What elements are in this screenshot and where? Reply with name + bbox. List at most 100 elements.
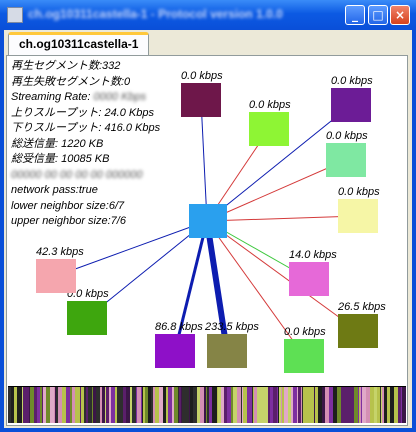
segment-stripe <box>46 387 50 423</box>
segment-stripe <box>200 387 204 423</box>
peer-link <box>200 99 208 222</box>
segment-stripe <box>279 387 281 423</box>
segment-stripe <box>341 387 344 423</box>
segment-stripe <box>42 387 43 423</box>
segment-stripe <box>303 387 306 423</box>
segment-stripe <box>17 387 21 423</box>
segment-stripe <box>377 387 380 423</box>
peer-node[interactable] <box>326 143 366 177</box>
segment-stripe <box>241 387 242 423</box>
segment-stripe <box>359 387 360 423</box>
segment-stripe <box>233 387 237 423</box>
segment-stripe <box>221 387 224 423</box>
window-title: ch.og10311castella-1 - Protocol version … <box>28 7 283 21</box>
segment-stripe <box>237 387 241 423</box>
segment-stripe <box>111 387 115 423</box>
segment-stripe <box>350 387 354 423</box>
tab-channel[interactable]: ch.og10311castella-1 <box>8 32 150 55</box>
segment-stripe <box>204 387 206 423</box>
segment-stripe <box>282 387 284 423</box>
segment-stripe <box>288 387 291 423</box>
segment-stripe <box>29 387 30 423</box>
segment-stripe <box>136 387 137 423</box>
segment-stripe <box>401 387 402 423</box>
segment-stripe <box>362 387 366 423</box>
segment-stripe <box>40 387 41 423</box>
segment-stripe <box>402 387 406 423</box>
peer-link <box>206 220 305 357</box>
segment-stripe <box>151 387 153 423</box>
peer-link <box>204 220 230 352</box>
minimize-button[interactable]: _ <box>345 5 365 25</box>
segment-stripe <box>382 387 384 423</box>
segment-stripe <box>37 387 40 423</box>
peer-node[interactable] <box>284 339 324 373</box>
peer-node[interactable] <box>207 334 247 368</box>
segment-stripe <box>174 387 178 423</box>
segment-stripe <box>43 387 46 423</box>
segment-stripe <box>130 387 132 423</box>
stats-line: network pass:true <box>11 184 98 196</box>
title-bar[interactable]: ch.og10311castella-1 - Protocol version … <box>0 0 416 30</box>
segment-stripe <box>337 387 341 423</box>
segment-stripe <box>212 387 215 423</box>
segment-stripe <box>117 387 119 423</box>
segment-stripe <box>224 387 227 423</box>
segment-stripe <box>88 387 92 423</box>
minimize-icon: _ <box>352 8 358 22</box>
segment-stripe <box>143 387 145 423</box>
peer-node[interactable] <box>36 259 76 293</box>
stats-line: 総受信量: 10085 KB <box>11 153 110 165</box>
stats-line: 下りスループット: 416.0 Kbps <box>11 122 161 134</box>
segment-stripe <box>182 387 186 423</box>
segment-stripe <box>75 387 78 423</box>
stats-line: 00000 00 00 00 00 000000 <box>11 168 143 182</box>
segment-stripe <box>206 387 207 423</box>
segment-stripe <box>384 387 387 423</box>
segment-stripe <box>398 387 401 423</box>
self-node[interactable] <box>189 204 227 238</box>
segment-stripe <box>394 387 398 423</box>
peer-node[interactable] <box>249 112 289 146</box>
segment-stripe <box>306 387 310 423</box>
segment-stripe <box>92 387 93 423</box>
peer-node[interactable] <box>289 262 329 296</box>
segment-stripe <box>322 387 325 423</box>
peer-link <box>173 220 209 352</box>
segment-stripe <box>72 387 75 423</box>
segment-stripe <box>179 387 181 423</box>
segment-stripe <box>178 387 179 423</box>
segment-stripe <box>21 387 22 423</box>
peer-node[interactable] <box>338 314 378 348</box>
peer-node[interactable] <box>338 199 378 233</box>
peer-node[interactable] <box>181 83 221 117</box>
peer-link <box>206 104 352 222</box>
close-button[interactable]: × <box>390 5 410 25</box>
segment-stripe <box>253 387 254 423</box>
segment-stripe <box>105 387 106 423</box>
peer-node[interactable] <box>67 301 107 335</box>
segment-stripe <box>242 387 243 423</box>
peer-rate-label: 0.0 kbps <box>326 130 368 142</box>
segment-stripe <box>301 387 302 423</box>
segment-stripe <box>387 387 390 423</box>
segment-stripe <box>293 387 297 423</box>
segment-stripe <box>190 387 193 423</box>
segment-stripe <box>380 387 381 423</box>
peer-node[interactable] <box>155 334 195 368</box>
segment-stripe <box>11 387 14 423</box>
segment-stripe <box>358 387 359 423</box>
maximize-button[interactable]: □ <box>368 5 388 25</box>
segment-stripe <box>81 387 84 423</box>
peer-link <box>55 220 208 277</box>
segment-stripe <box>281 387 282 423</box>
segment-stripe <box>277 387 278 423</box>
segment-stripe <box>166 387 168 423</box>
segment-stripe <box>86 387 88 423</box>
peer-node[interactable] <box>331 88 371 122</box>
segment-stripe <box>181 387 182 423</box>
segment-stripe <box>270 387 273 423</box>
segment-stripe <box>67 387 70 423</box>
segment-stripe <box>159 387 163 423</box>
